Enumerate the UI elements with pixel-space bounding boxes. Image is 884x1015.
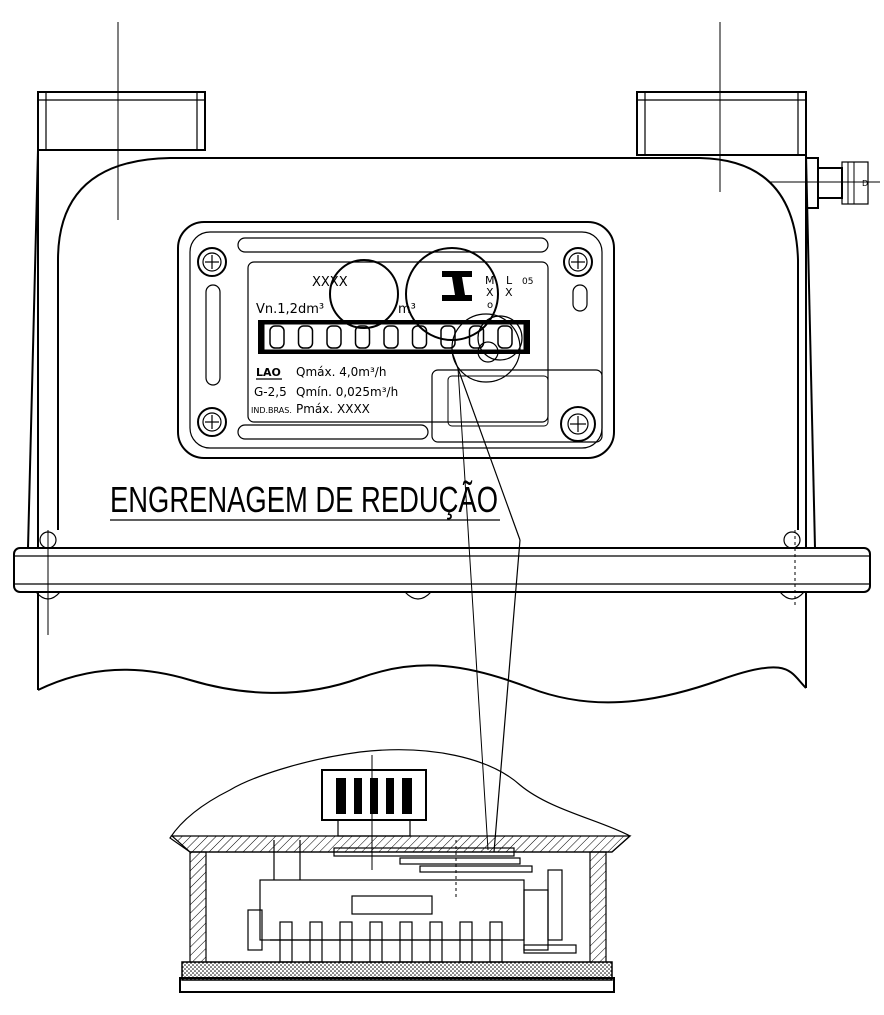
screw-bottom-right bbox=[560, 406, 596, 442]
plate-volume: Vn.1,2dm³ bbox=[256, 302, 324, 317]
plate-origin: IND.BRAS. bbox=[251, 406, 292, 415]
counter-drum bbox=[354, 325, 371, 349]
counter-mechanism bbox=[247, 869, 577, 963]
gear-tooth bbox=[399, 921, 413, 963]
right-window bbox=[431, 369, 603, 443]
gear-tooth bbox=[339, 921, 353, 963]
housing-cover bbox=[57, 157, 799, 530]
plate-col-o: o bbox=[487, 300, 493, 311]
plate-col-code: 05 bbox=[522, 277, 533, 287]
side-fitting: D bbox=[770, 157, 880, 209]
counter-drum bbox=[497, 325, 513, 349]
plate-qmax: Qmáx. 4,0m³/h bbox=[296, 365, 386, 379]
meter-body: D bbox=[13, 22, 880, 704]
detail-circle-5 bbox=[451, 313, 521, 383]
leader-line-2 bbox=[493, 539, 521, 853]
gear-tooth bbox=[309, 921, 323, 963]
label-panel bbox=[247, 261, 549, 423]
register-plate: XXXX Vn.1,2dm³ m³ M L 05 X X o LAO G-2,5… bbox=[177, 221, 615, 459]
gear-tooth bbox=[279, 921, 293, 963]
screw-top-right bbox=[563, 247, 593, 277]
section-title: ENGRENAGEM DE REDUÇÃO bbox=[110, 479, 498, 520]
leader-line-1 bbox=[451, 351, 521, 541]
plate-col-x1: X bbox=[486, 286, 494, 299]
counter-drum bbox=[440, 325, 456, 349]
plate-qmin: Qmín. 0,025m³/h bbox=[296, 385, 398, 399]
shaft-housing bbox=[321, 755, 427, 870]
counter-drum bbox=[269, 325, 285, 349]
break-line bbox=[37, 664, 807, 704]
detail-circle-3 bbox=[477, 315, 523, 361]
gear-section-view bbox=[169, 749, 632, 993]
gear-tooth bbox=[489, 921, 503, 963]
side-fitting-label: D bbox=[862, 179, 868, 188]
plate-top-code: XXXX bbox=[312, 275, 348, 290]
detail-circle-4 bbox=[477, 341, 499, 363]
screw-bottom-left bbox=[197, 407, 227, 437]
left-inlet-boss bbox=[37, 91, 206, 151]
plate-col-m: M bbox=[485, 274, 495, 287]
detail-circle-2 bbox=[405, 247, 499, 341]
gear-tooth bbox=[459, 921, 473, 963]
counter-drum bbox=[297, 325, 314, 349]
gear-tooth bbox=[429, 921, 443, 963]
gear-tooth bbox=[369, 921, 383, 963]
plate-unit: m³ bbox=[398, 302, 416, 317]
base-plate bbox=[181, 961, 613, 981]
plate-brand: LAO bbox=[256, 366, 281, 379]
inmetro-logo bbox=[442, 271, 472, 301]
plate-model: G-2,5 bbox=[254, 385, 287, 399]
gear-shafts bbox=[273, 840, 533, 900]
plate-col-l: L bbox=[506, 274, 513, 287]
flange-band bbox=[13, 530, 871, 635]
right-outlet-boss bbox=[636, 91, 807, 156]
counter-drum bbox=[383, 325, 399, 349]
plate-col-x2: X bbox=[505, 286, 513, 299]
screw-top-left bbox=[197, 247, 227, 277]
detail-circle-1 bbox=[329, 259, 399, 329]
counter-drum bbox=[326, 325, 342, 349]
plate-pmax: Pmáx. XXXX bbox=[296, 402, 370, 416]
